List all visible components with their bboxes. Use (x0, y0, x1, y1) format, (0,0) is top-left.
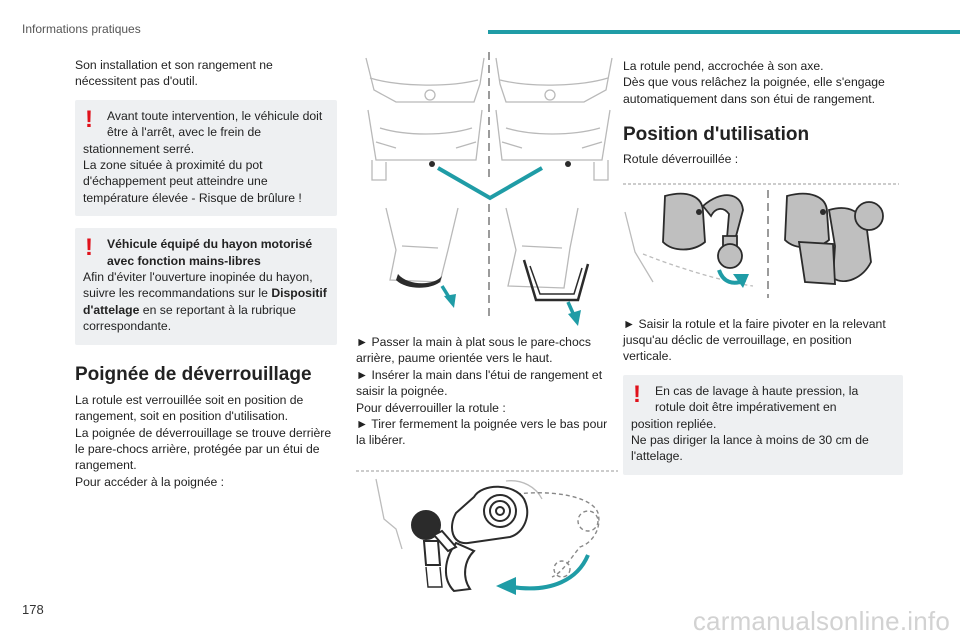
warning-exclamation-icon: ! (85, 234, 93, 262)
arrow-down-icon (440, 285, 456, 308)
illustration-towball-unlocked (623, 183, 899, 298)
warning-exclamation-icon: ! (85, 105, 93, 133)
warning-text-part: en se reportant à la rubrique correspond… (83, 302, 296, 334)
header-accent-bar (488, 30, 960, 34)
column-middle: ► Passer la main à plat sous le pare-cho… (356, 50, 618, 599)
step-text: ► Passer la main à plat sous le pare-cho… (356, 335, 591, 366)
paragraph: La rotule est verrouillée soit en positi… (75, 392, 304, 424)
illustration-bumper-handle (365, 52, 613, 326)
warning-text: Afin d'éviter l'ouverture inopinée du ha… (83, 269, 327, 335)
warning-line: position repliée. (631, 416, 717, 431)
column-right: La rotule pend, accrochée à son axe. Dès… (623, 58, 903, 475)
warning-text: La zone située à proximité du pot d'écha… (83, 158, 302, 205)
step-text: ► Saisir la rotule et la faire pivoter e… (623, 316, 886, 364)
warning-line: rotule doit être impérativement en (655, 400, 837, 415)
warning-title: avec fonction mains-libres (107, 253, 261, 268)
paragraph: La poignée de déverrouillage se trouve d… (75, 425, 332, 473)
warning-line: En cas de lavage à haute pression, la (655, 383, 859, 398)
heading-poignee: Poignée de déverrouillage (75, 363, 312, 385)
sub-label: Rotule déverrouillée : (623, 152, 739, 167)
warning-line: stationnement serré. (83, 141, 195, 156)
warning-box-intervention: ! Avant toute intervention, le véhicule … (75, 99, 337, 217)
intro-text: Son installation et son rangement ne néc… (75, 58, 273, 89)
warning-line: être à l'arrêt, avec le frein de (107, 125, 262, 140)
illustration-towball-release (356, 470, 618, 595)
paragraph: Pour accéder à la poignée : (75, 474, 225, 489)
warning-text: Ne pas diriger la lance à moins de 30 cm… (631, 433, 869, 464)
rotate-arrow-icon (496, 554, 590, 595)
paragraph: La rotule pend, accrochée à son axe. (623, 59, 824, 73)
warning-box-wash: ! En cas de lavage à haute pression, la … (623, 374, 903, 475)
heading-position-utilisation: Position d'utilisation (623, 124, 810, 146)
paragraph: Dès que vous relâchez la poignée, elle s… (623, 75, 885, 106)
section-title: Informations pratiques (22, 22, 141, 36)
warning-text-part: Afin d'éviter l'ouverture inopinée du ha… (83, 270, 313, 301)
arrow-down-icon (566, 301, 581, 326)
page-number: 178 (22, 602, 44, 617)
column-left: Son installation et son rangement ne néc… (75, 57, 337, 490)
step-text: Pour déverrouiller la rotule : (356, 400, 506, 415)
link-dispositif-attelage[interactable]: Dispositif d'attelage (83, 286, 327, 317)
step-text: ► Insérer la main dans l'étui de rangeme… (356, 367, 603, 399)
warning-box-tailgate: ! Véhicule équipé du hayon motorisé avec… (75, 228, 337, 345)
warning-title: Véhicule équipé du hayon motorisé (107, 237, 313, 252)
warning-exclamation-icon: ! (633, 380, 641, 408)
step-text: ► Tirer fermement la poignée vers le bas… (356, 417, 608, 448)
watermark: carmanualsonline.info (692, 606, 950, 636)
warning-line: Avant toute intervention, le véhicule do… (107, 108, 323, 123)
arrow-down-icon (717, 268, 749, 288)
